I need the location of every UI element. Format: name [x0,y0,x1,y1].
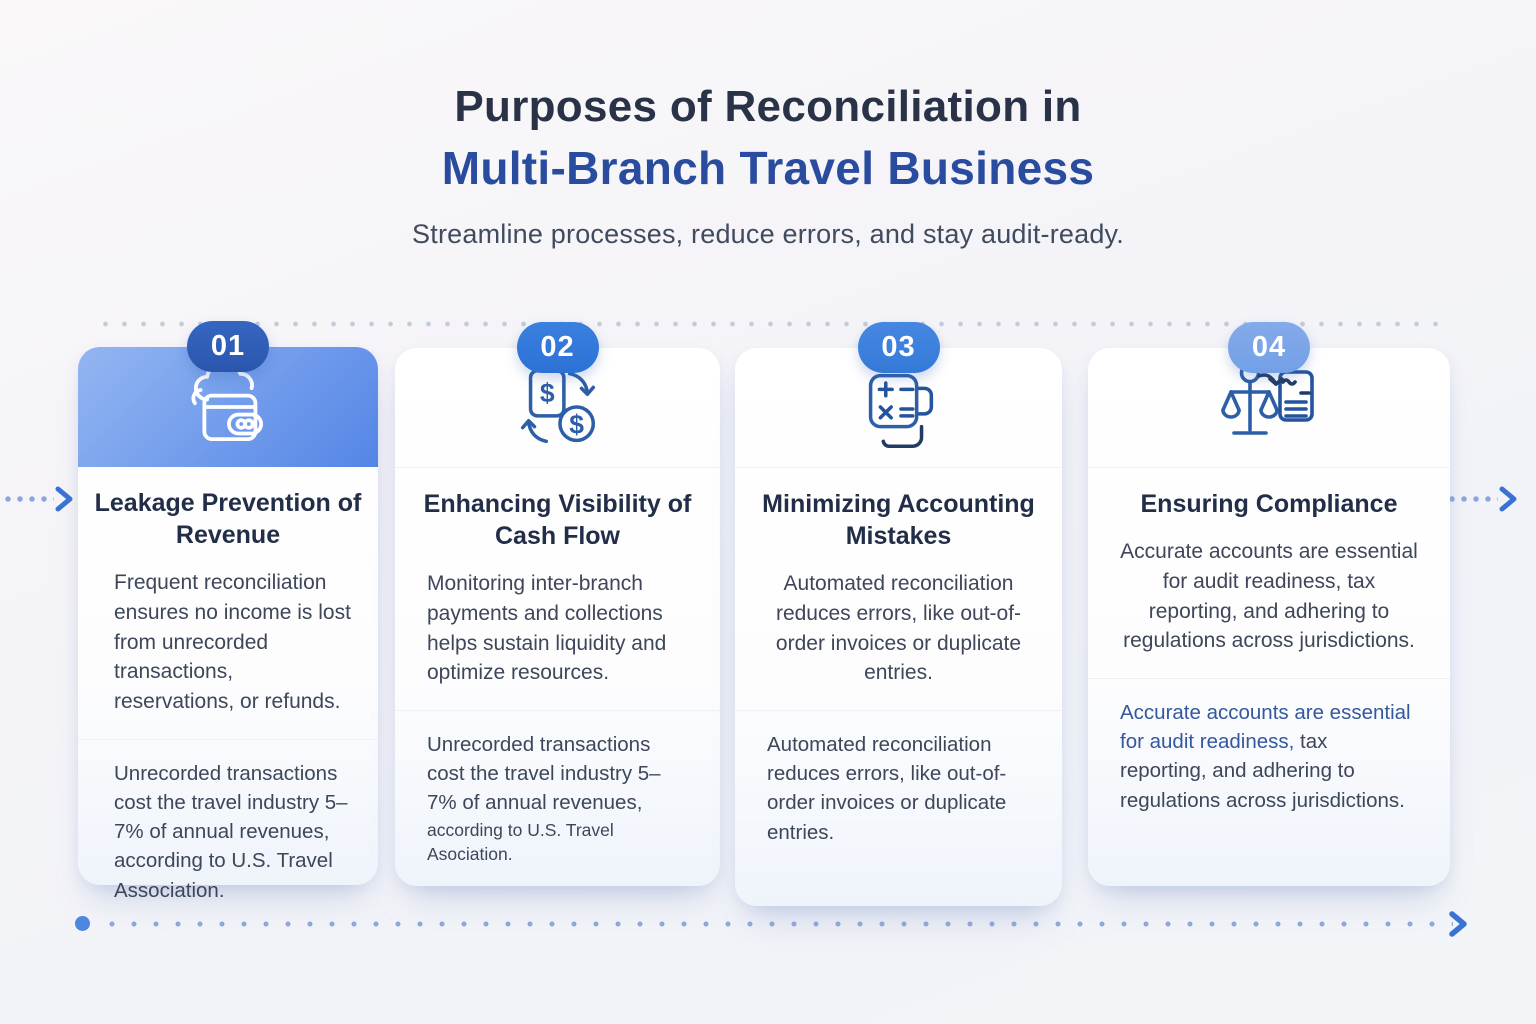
card4-divider [1088,678,1450,680]
wallet-cloud-icon [191,360,263,442]
page-subtitle: Streamline processes, reduce errors, and… [412,219,1124,249]
chevron-right-icon [1499,486,1517,512]
page-title-line1: Purposes of Reconciliation in [454,82,1082,131]
card4-paragraph-2: Accurate accounts are essential for audi… [1120,698,1418,814]
card2-divider [395,710,720,712]
card3-title: Minimizing Accounting Mistakes [762,490,1035,550]
step-badge-02: 02 [516,322,599,373]
card3-paragraph-2: Automated reconciliation reduces errors,… [767,733,1007,844]
card2-title: Enhancing Visibility of Cash Flow [423,490,692,550]
card4-title: Ensuring Compliance [1140,490,1398,518]
cash-flow-exchange-icon: $ $ [520,368,595,443]
card3-divider [735,710,1062,712]
chevron-right-icon [55,486,73,512]
chevron-right-icon [1449,911,1467,937]
card4-paragraph-2-lead: Accurate accounts are essential for audi… [1120,701,1411,754]
svg-text:$: $ [569,409,584,439]
card3-icon-header [735,348,1062,468]
card1-paragraph-1: Frequent reconciliation ensures no incom… [114,571,351,714]
card2-paragraph-2-main: Unrecorded transactions cost the travel … [427,733,661,815]
card4-paragraph-2-rest: tax reporting, and adhering to regulatio… [1120,730,1405,812]
timeline-start-dot [75,916,90,931]
card2-paragraph-2-footnote: according to U.S. Travel Asociation. [427,819,614,865]
card1-title: Leakage Prevention of Revenue [94,489,362,549]
card-ensuring-compliance: 04 Ensuring Compliance Accurate accounts… [1088,322,1450,886]
card-cash-flow-visibility: 02 $ $ Enhancing Visibility of Cash Flow… [395,322,720,886]
bottom-dotted-line [101,920,1453,928]
card4-paragraph-1: Accurate accounts are essential for audi… [1120,540,1418,653]
card2-paragraph-2: Unrecorded transactions cost the travel … [427,730,688,867]
right-flow-arrow [1446,486,1518,512]
step-badge-01: 01 [187,321,269,372]
step-badge-04: 04 [1228,322,1310,373]
calculator-icon [868,373,933,448]
bottom-timeline [75,910,1475,938]
card1-divider [78,739,378,741]
step-badge-03: 03 [857,322,940,373]
balance-scales-compliance-icon [1221,362,1314,435]
header: Purposes of Reconciliation in Multi-Bran… [0,82,1536,250]
card-leakage-prevention: 01 Leakage Prevention of Revenue Frequen… [78,321,378,902]
top-dotted-connector [96,320,1444,328]
card2-paragraph-1: Monitoring inter-branch payments and col… [427,572,667,685]
svg-text:$: $ [539,378,554,408]
page-title-line2: Multi-Branch Travel Business [441,142,1095,194]
card-minimizing-mistakes: 03 Minimizing Accounting Mistakes Automa… [735,322,1062,906]
right-dotted-line [1446,495,1498,503]
left-dotted-line [2,495,54,503]
card3-paragraph-1: Automated reconciliation reduces errors,… [775,572,1022,685]
card4-icon-header [1088,348,1450,468]
bottom-arrow [1447,910,1469,943]
left-flow-arrow [2,486,74,512]
card1-paragraph-2: Unrecorded transactions cost the travel … [114,762,348,902]
